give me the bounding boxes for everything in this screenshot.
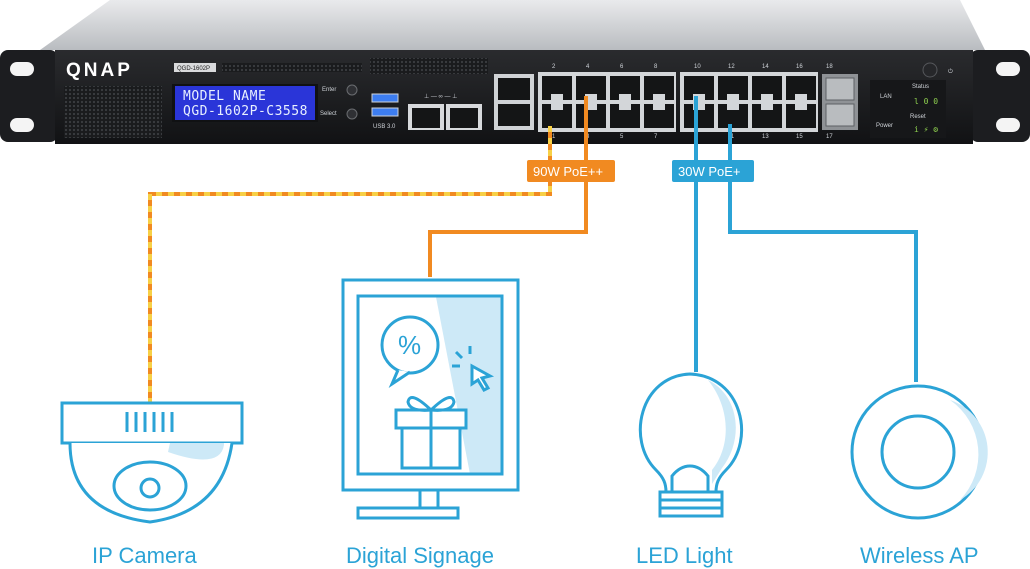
port-latch-notch bbox=[585, 94, 597, 100]
port-latch-notch bbox=[693, 94, 705, 100]
port-num-4: 4 bbox=[586, 64, 590, 70]
management-ports: ⊥ — ∞ — ⊥ bbox=[408, 93, 482, 130]
port-latch-notch bbox=[795, 94, 807, 100]
sfp-cages bbox=[822, 74, 858, 130]
port-latch-notch bbox=[653, 94, 665, 100]
port-num-18: 18 bbox=[826, 64, 833, 70]
port-latch-notch bbox=[761, 104, 773, 110]
device-label-digital-signage: Digital Signage bbox=[346, 543, 494, 568]
poe-badge-blue-label: 30W PoE+ bbox=[678, 164, 741, 179]
port-latch-notch bbox=[551, 94, 563, 100]
status-label: Status bbox=[912, 84, 929, 90]
vent-grille-top bbox=[370, 58, 488, 74]
ap-cable bbox=[728, 124, 918, 382]
port-num-12: 12 bbox=[728, 64, 735, 70]
port-num-13: 13 bbox=[762, 134, 769, 140]
usb-label: USB 3.0 bbox=[373, 124, 396, 130]
port-latch-notch bbox=[619, 94, 631, 100]
port-block-1 bbox=[538, 72, 676, 132]
port-latch-notch bbox=[619, 104, 631, 110]
led-light-icon bbox=[638, 372, 743, 518]
port-latch-notch bbox=[693, 104, 705, 110]
power-button[interactable] bbox=[922, 62, 938, 78]
port-num-7: 7 bbox=[654, 134, 658, 140]
power-icon: ⏻ bbox=[948, 68, 953, 75]
usb-port-2[interactable] bbox=[371, 107, 399, 117]
port-num-2: 2 bbox=[552, 64, 556, 70]
port-latch-notch bbox=[585, 104, 597, 110]
port-num-17: 17 bbox=[826, 134, 833, 140]
port-num-5: 5 bbox=[620, 134, 624, 140]
poe-badge-orange-label: 90W PoE++ bbox=[533, 164, 603, 179]
svg-text:⊥ — ∞ — ⊥: ⊥ — ∞ — ⊥ bbox=[424, 93, 457, 100]
port-latch-notch bbox=[551, 104, 563, 110]
port-latch-notch bbox=[795, 104, 807, 110]
power-label: Power bbox=[876, 123, 893, 129]
port-latch-notch bbox=[761, 94, 773, 100]
enter-label: Enter bbox=[322, 87, 336, 93]
port-latch-notch bbox=[727, 94, 739, 100]
device-label-ip-camera: IP Camera bbox=[92, 543, 198, 568]
digital-signage-icon: % bbox=[341, 278, 520, 520]
port-num-6: 6 bbox=[620, 64, 624, 70]
port-num-16: 16 bbox=[796, 64, 803, 70]
select-label: Select bbox=[320, 111, 337, 117]
switch-top-cover bbox=[40, 0, 985, 50]
svg-text:l 0 0: l 0 0 bbox=[914, 97, 938, 106]
device-label-led-light: LED Light bbox=[636, 543, 733, 568]
model-tag: QGD-1602P bbox=[177, 66, 210, 72]
lcd-line-2: QGD-1602P-C3558 bbox=[183, 104, 308, 119]
ip-camera-icon bbox=[60, 401, 244, 524]
port-num-8: 8 bbox=[654, 64, 658, 70]
brand-logo: QNAP bbox=[66, 60, 133, 81]
port-num-14: 14 bbox=[762, 64, 769, 70]
enter-button[interactable] bbox=[346, 84, 358, 96]
port-latch-notch bbox=[653, 104, 665, 110]
svg-text:i ⚡ ⚙: i ⚡ ⚙ bbox=[914, 125, 938, 134]
percent-symbol: % bbox=[398, 330, 421, 360]
status-panel: Status LAN l 0 0 Reset Power i ⚡ ⚙ bbox=[870, 80, 946, 138]
reset-label: Reset bbox=[910, 114, 926, 120]
usb-port-1[interactable] bbox=[371, 93, 399, 103]
device-label-wireless-ap: Wireless AP bbox=[860, 543, 979, 568]
port-num-15: 15 bbox=[796, 134, 803, 140]
poe-badge-orange: 90W PoE++ bbox=[527, 160, 615, 182]
vent-grille-left bbox=[64, 86, 162, 138]
network-switch: QNAP QGD-1602P MODEL NAME QGD-1602P-C355… bbox=[0, 0, 1030, 144]
lcd-screen bbox=[175, 86, 315, 120]
port-block-2 bbox=[680, 72, 818, 132]
port-latch-notch bbox=[727, 104, 739, 110]
port-num-10: 10 bbox=[694, 64, 701, 70]
wireless-ap-icon bbox=[850, 384, 988, 520]
lcd-line-1: MODEL NAME bbox=[183, 89, 266, 104]
lan-label: LAN bbox=[880, 94, 892, 100]
select-button[interactable] bbox=[346, 108, 358, 120]
port-num-1: 1 bbox=[552, 134, 556, 140]
poe-badge-blue: 30W PoE+ bbox=[672, 160, 754, 182]
